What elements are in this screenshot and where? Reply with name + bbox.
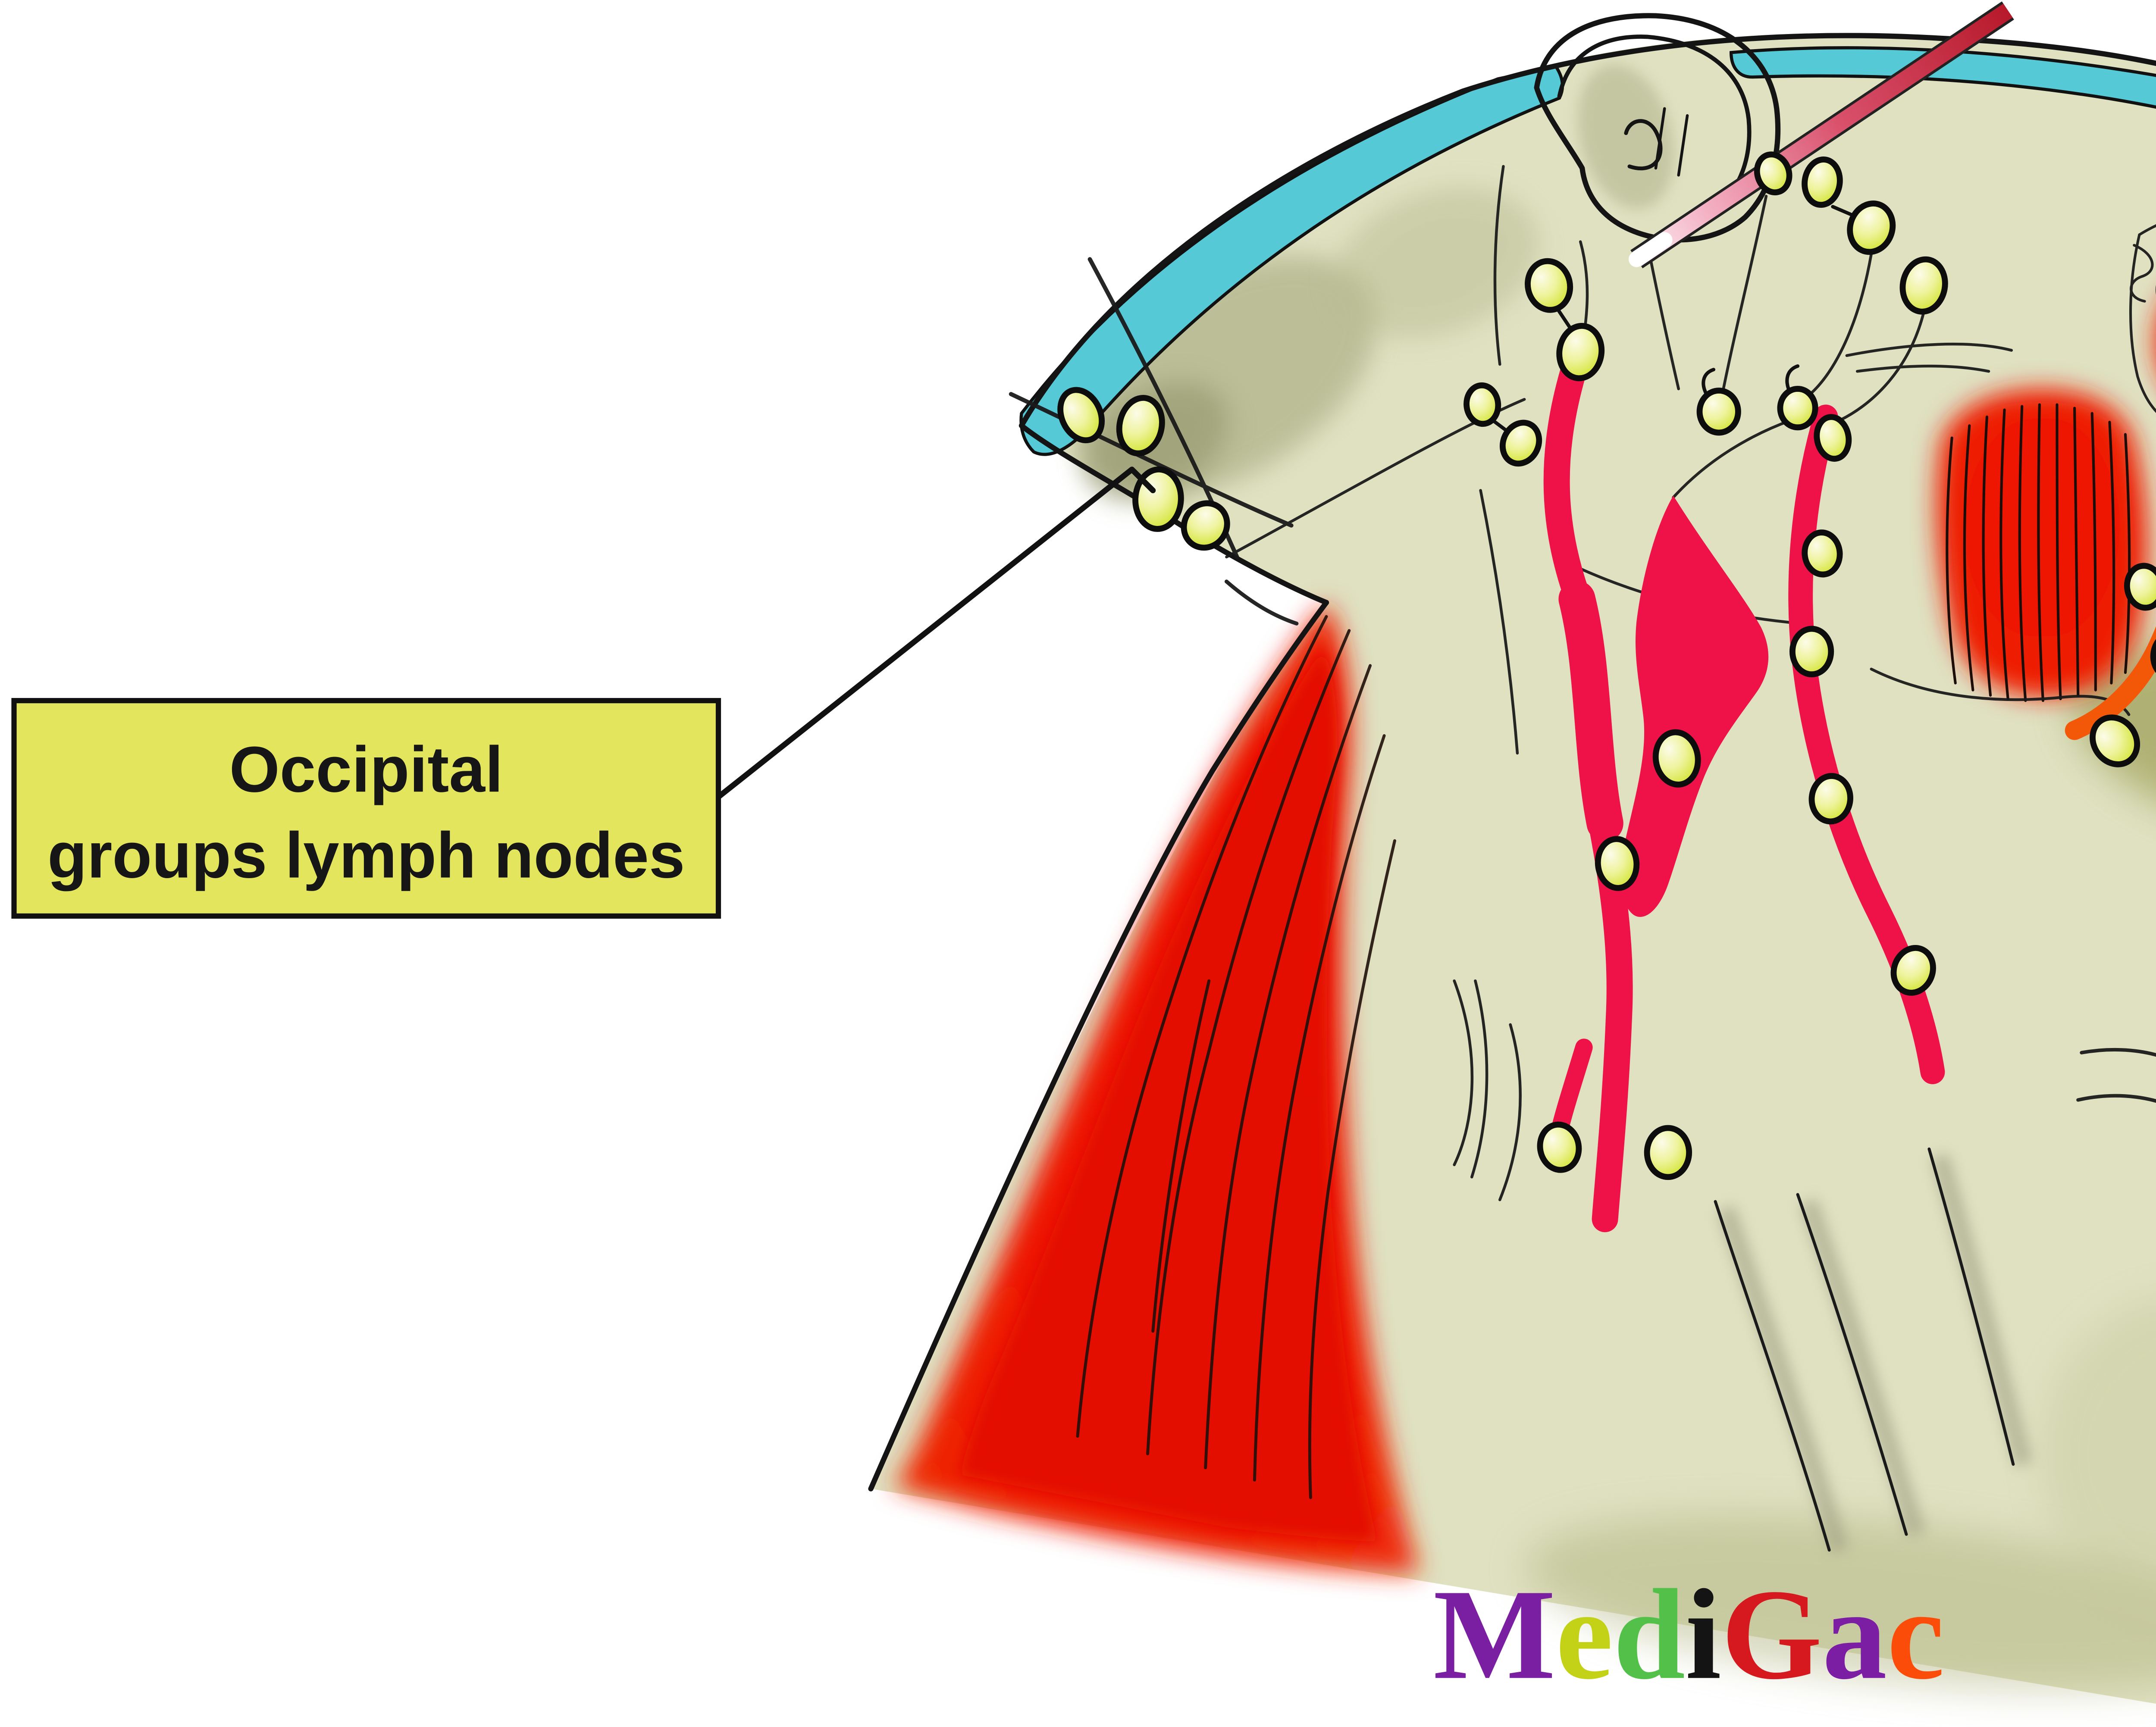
vessel-center [1621, 495, 1769, 917]
masseter-muscle [1937, 388, 2147, 702]
logo-medigac: MediGac [1433, 1563, 1945, 1706]
trapezius-muscle [890, 602, 1420, 1573]
sketch-lines [1009, 165, 2156, 1201]
logo-letter: c [1887, 1563, 1944, 1706]
pointer-line [715, 466, 1156, 800]
label-line2: groups lymph nodes [47, 819, 685, 892]
label-box [11, 698, 721, 919]
logo-letter: M [1433, 1563, 1556, 1706]
neck-grooves [1714, 1147, 2032, 1553]
label-line1: Occipital [229, 733, 503, 805]
logo-letter: i [1685, 1563, 1721, 1706]
logo-letter: a [1822, 1563, 1887, 1706]
annotation-callout: Occipital groups lymph nodes [11, 466, 1156, 919]
facial-artery [2065, 626, 2156, 740]
logo-letter: G [1721, 1563, 1822, 1706]
logo-letter: d [1613, 1563, 1685, 1706]
lymph-nodes [1057, 151, 2156, 1180]
needle-probe [1628, 1, 2014, 269]
logo-letter: e [1556, 1563, 1613, 1706]
